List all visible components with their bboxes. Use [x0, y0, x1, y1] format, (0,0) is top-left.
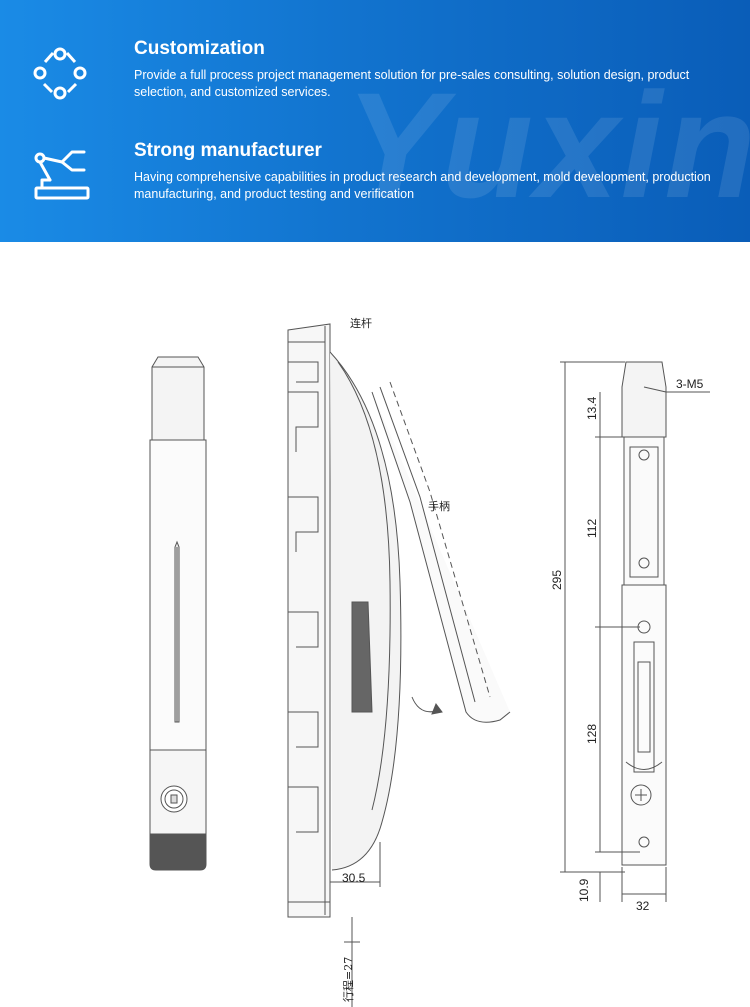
dim-side-depth: 30.5 — [342, 871, 366, 885]
feature-title: Customization — [134, 38, 265, 59]
robot-arm-icon — [34, 150, 90, 200]
feature-title: Strong manufacturer — [134, 140, 322, 161]
stroke-label: 行程=27 — [342, 957, 355, 1002]
dim-lower-spacing: 128 — [585, 724, 599, 744]
dim-total-height: 295 — [550, 570, 564, 590]
screw-label: 3-M5 — [676, 377, 704, 391]
feature-banner: Yuxin Customization Provide a full proce… — [0, 0, 750, 242]
linkage-label: 连杆 — [350, 316, 372, 330]
back-view — [560, 361, 710, 902]
feature-description: Having comprehensive capabilities in pro… — [134, 170, 711, 201]
feature-description: Provide a full process project managemen… — [134, 68, 690, 99]
dim-upper-spacing: 112 — [585, 519, 599, 538]
network-nodes-icon — [33, 47, 87, 100]
dim-top-offset: 13.4 — [585, 396, 599, 420]
front-view — [149, 356, 207, 871]
technical-drawing: 连杆 手柄 行程=27 3-M5 30.5 295 13.4 112 128 1… — [0, 242, 750, 1007]
side-view — [287, 323, 511, 1007]
brand-watermark: Yuxin — [345, 61, 750, 229]
dim-width: 32 — [636, 899, 650, 913]
dim-bottom-offset: 10.9 — [577, 878, 591, 902]
lock-handle-drawing: 连杆 手柄 行程=27 3-M5 30.5 295 13.4 112 128 1… — [149, 316, 710, 1007]
handle-label: 手柄 — [428, 499, 450, 513]
